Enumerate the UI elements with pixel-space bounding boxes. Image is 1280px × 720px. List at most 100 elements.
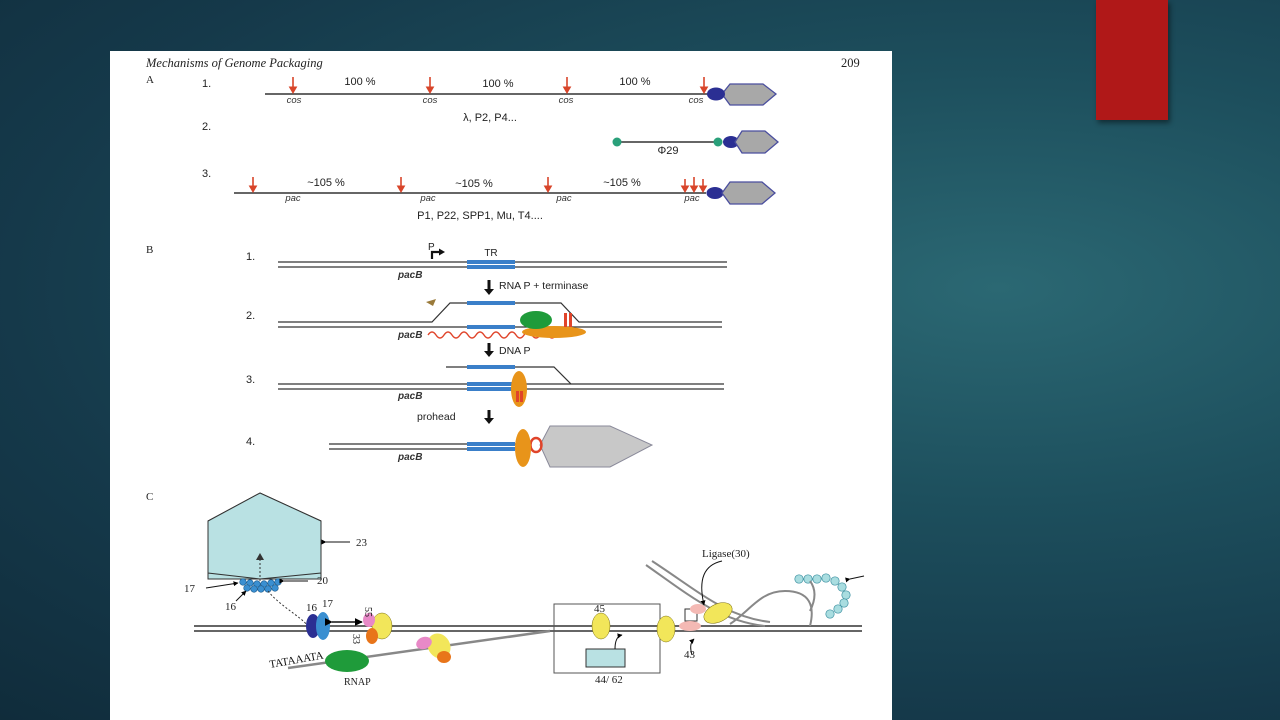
c-gp55-b-partner <box>416 636 432 650</box>
c-gp45-fork <box>703 602 733 624</box>
step2-dna-top <box>278 302 722 323</box>
c-arrow-ssb <box>845 575 865 583</box>
step3-tr-box-mid <box>467 382 515 386</box>
row3-pac-3: pac <box>555 193 572 204</box>
row3-percent-1: ~105 % <box>307 177 345 189</box>
row1-cut-arrows <box>288 77 709 94</box>
panel-c-label: C <box>146 491 153 503</box>
step1-tr-label: TR <box>484 248 497 259</box>
step1-tr-box-bottom <box>467 265 515 269</box>
figure-page: Mechanisms of Genome Packaging 209 A 1. … <box>110 51 892 720</box>
row1-cos-4: cos <box>689 95 704 106</box>
row3-pac-4: pac <box>683 193 700 204</box>
step2-tr-box-top <box>467 301 515 305</box>
step3-tr-box-lower <box>467 387 515 391</box>
c-gp16 <box>306 614 320 638</box>
step2-tr-box-bottom <box>467 325 515 329</box>
c-label-17: 17 <box>184 583 196 595</box>
step1-promoter-arrow <box>430 250 440 259</box>
step2-terminase-small-1 <box>564 313 567 327</box>
c-label-17b: 17 <box>322 598 334 610</box>
row1-cos-3: cos <box>559 95 574 106</box>
c-gp43 <box>679 621 701 631</box>
step2-fragment <box>426 299 436 306</box>
row2-portal <box>723 136 739 148</box>
step3-small-subunit-2 <box>520 391 523 402</box>
row2-prohead <box>734 130 780 154</box>
step4-tr-box-top <box>467 442 515 446</box>
row1-number: 1. <box>202 78 211 90</box>
c-arrow-16 <box>235 590 247 602</box>
arrow2-label: DNA P <box>499 345 531 357</box>
panel-b-label: B <box>146 244 153 256</box>
c-arrow-ligase <box>700 560 723 606</box>
c-terminase-path <box>267 590 309 627</box>
c-gp44-62 <box>585 648 626 668</box>
c-label-16b: 16 <box>306 602 318 614</box>
row1-percent-3: 100 % <box>619 76 650 88</box>
red-accent-bar <box>1096 0 1168 120</box>
c-lagging-strand-b <box>651 560 771 623</box>
c-gp17 <box>316 612 330 640</box>
step4-terminase <box>515 429 531 467</box>
c-gp33 <box>366 628 378 644</box>
c-gp45-b <box>656 615 676 643</box>
page-header-title: Mechanisms of Genome Packaging <box>145 56 323 70</box>
c-ligase-label: Ligase(30) <box>702 548 750 560</box>
row1-percent-2: 100 % <box>482 78 513 90</box>
step2-rna-polymerase <box>520 311 552 329</box>
row1-cos-2: cos <box>423 95 438 106</box>
row1-portal <box>707 87 725 101</box>
row2-terminal-protein-left <box>612 137 622 147</box>
step3-small-subunit-1 <box>516 391 519 402</box>
step4-tr-box-bottom <box>467 447 515 451</box>
row3-number: 3. <box>202 168 211 180</box>
c-label-43: 43 <box>684 649 696 661</box>
panel-a-label: A <box>146 74 154 86</box>
step2-rna-transcript <box>427 331 557 339</box>
c-rnap-label: RNAP <box>344 677 371 688</box>
arrow3-head <box>484 418 494 424</box>
c-arrow-44-62 <box>614 633 623 650</box>
page-header-number: 209 <box>841 56 860 70</box>
step2-pacb-label: pacB <box>397 330 422 341</box>
c-arrow-43 <box>689 638 695 656</box>
step3-number: 3. <box>246 374 255 386</box>
genome-packaging-figure: Mechanisms of Genome Packaging 209 A 1. … <box>145 56 865 688</box>
row3-percent-2: ~105 % <box>455 178 493 190</box>
step4-number: 4. <box>246 436 255 448</box>
arrow1-head <box>484 289 494 295</box>
row3-pac-2: pac <box>419 193 436 204</box>
c-ssb-chain <box>794 573 851 619</box>
c-gp55-partner <box>363 613 375 627</box>
step3-tr-box-upper <box>467 365 515 369</box>
c-label-55: 55 <box>362 607 373 617</box>
row3-percent-3: ~105 % <box>603 177 641 189</box>
step1-pacb-label: pacB <box>397 270 422 281</box>
row1-cos-1: cos <box>287 95 302 106</box>
c-label-33: 33 <box>350 634 361 644</box>
step1-promoter-label: P <box>428 242 435 253</box>
step3-dna-displaced <box>446 366 572 385</box>
c-label-20: 20 <box>317 575 329 587</box>
row3-cut-arrows <box>248 177 708 193</box>
arrow1-label: RNA P + terminase <box>499 280 589 292</box>
step2-terminase-large <box>522 326 586 338</box>
row1-phage-list: λ, P2, P4... <box>463 112 517 124</box>
arrow3-label: prohead <box>417 411 456 423</box>
row1-prohead <box>721 83 778 106</box>
step1-tr-box-top <box>467 260 515 264</box>
c-rnap <box>325 650 369 672</box>
c-gp43-top <box>690 604 706 614</box>
row2-number: 2. <box>202 121 211 133</box>
row3-phage-list: P1, P22, SPP1, Mu, T4.... <box>417 210 543 222</box>
c-gp45 <box>591 612 611 640</box>
step2-number: 2. <box>246 310 255 322</box>
step2-terminase-small-2 <box>569 313 572 327</box>
row3-pac-1: pac <box>284 193 301 204</box>
step4-pacb-label: pacB <box>397 452 422 463</box>
arrow2-head <box>484 351 494 357</box>
row3-portal <box>706 187 724 199</box>
step1-number: 1. <box>246 251 255 263</box>
c-gp33-b <box>437 651 451 663</box>
